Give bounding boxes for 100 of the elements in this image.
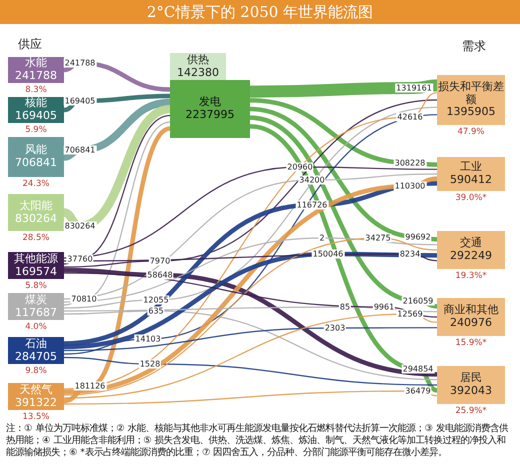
flow-band bbox=[64, 356, 437, 386]
node-value: 392043 bbox=[450, 385, 492, 398]
node-value: 292249 bbox=[450, 250, 492, 263]
source-box bbox=[8, 137, 64, 177]
flow-band bbox=[64, 99, 438, 268]
edge-label: 294854 bbox=[402, 364, 434, 374]
flow-band bbox=[64, 126, 172, 404]
conversion-box bbox=[170, 53, 226, 80]
edge-label: 37760 bbox=[66, 254, 94, 264]
demand-box bbox=[437, 298, 505, 336]
edge-label: 635 bbox=[147, 306, 165, 316]
source-box bbox=[8, 97, 64, 123]
edge-label: 34200 bbox=[298, 176, 326, 184]
node-name: 交通 bbox=[460, 237, 482, 250]
node-value: 169574 bbox=[15, 266, 57, 278]
node-name: 水能 bbox=[25, 57, 47, 70]
percentage-label: 5.8% bbox=[25, 281, 47, 291]
edge-label: 9961 bbox=[372, 302, 396, 312]
flow-band bbox=[64, 390, 438, 405]
node-value: 706841 bbox=[15, 157, 57, 170]
flow-band bbox=[64, 310, 438, 380]
edge-label: 36479 bbox=[404, 386, 432, 396]
node-name: 风能 bbox=[25, 144, 47, 157]
node-value: 284705 bbox=[15, 350, 57, 364]
percentage-label: 5.9% bbox=[25, 125, 47, 135]
flow-band bbox=[64, 252, 437, 350]
edge-label: 2 bbox=[318, 234, 326, 242]
percentage-label: 39.0%* bbox=[455, 193, 487, 203]
node-name: 煤炭 bbox=[25, 294, 47, 306]
edge-label: 12055 bbox=[142, 296, 170, 304]
node-name: 太阳能 bbox=[20, 200, 52, 212]
flow-band bbox=[64, 121, 170, 306]
node-value: 830264 bbox=[15, 212, 57, 226]
edge-label: 241788 bbox=[64, 58, 96, 68]
node-value: 590412 bbox=[450, 174, 492, 187]
node-name: 石油 bbox=[25, 338, 47, 350]
node-name: 供热 bbox=[187, 54, 209, 66]
edge-label: 7970 bbox=[148, 256, 172, 266]
flow-band bbox=[250, 106, 438, 242]
edge-label: 14103 bbox=[134, 334, 162, 344]
flow-band bbox=[249, 124, 438, 392]
source-box bbox=[8, 383, 64, 410]
node-name: 发电 bbox=[199, 96, 221, 109]
edge-label: 70810 bbox=[70, 294, 98, 304]
edge-label: 150046 bbox=[312, 250, 344, 258]
edge-label: 2303 bbox=[324, 324, 346, 332]
edge-label: 1319161 bbox=[395, 84, 433, 92]
footnote: 注：① 单位为万吨标准煤；② 水能、核能与其他非水可再生能源发电量按化石燃料替代法折算一次能源；③ 发电能源消费含供热用能；④ 工业用能含非能利用；⑤ 损失含发电、供热、洗选煤、炼焦、炼油、制气、天然气液化等加工转换过程的净投入和能源输储损失；⑥ *表示占终端能源消费的比重；⑦ 因四舍五入，分品种、分部门能源平衡可能存在微小差异。 bbox=[6, 423, 510, 459]
edge-label: 169405 bbox=[64, 96, 96, 106]
conversion-box bbox=[170, 80, 250, 138]
edge-label: 308228 bbox=[394, 158, 426, 168]
edge-label: 1528 bbox=[138, 360, 162, 368]
node-value: 391322 bbox=[15, 396, 57, 410]
percentage-label: 9.8% bbox=[25, 366, 47, 376]
node-name: 天然气 bbox=[20, 384, 52, 396]
flow-band bbox=[64, 327, 437, 352]
edge-label: 58648 bbox=[146, 270, 174, 280]
percentage-label: 19.3%* bbox=[455, 271, 487, 281]
source-box bbox=[8, 337, 64, 364]
demand-box bbox=[437, 231, 505, 269]
edge-label: 99692 bbox=[404, 232, 432, 242]
flow-band bbox=[64, 268, 438, 377]
edge-label: 216059 bbox=[402, 296, 434, 306]
node-name: 损失和平衡差额 bbox=[437, 81, 505, 106]
flow-band bbox=[64, 237, 438, 396]
source-box bbox=[8, 57, 64, 83]
edge-label: 20960 bbox=[286, 162, 314, 172]
edge-label: 181126 bbox=[74, 382, 106, 390]
percentage-label: 4.0% bbox=[25, 322, 47, 332]
node-value: 142380 bbox=[177, 66, 219, 80]
node-name: 其他能源 bbox=[14, 252, 58, 266]
column-heading: 供应 bbox=[18, 36, 42, 53]
node-value: 240976 bbox=[450, 317, 492, 330]
demand-box bbox=[437, 157, 505, 191]
node-value: 241788 bbox=[15, 70, 57, 83]
node-name: 商业和其他 bbox=[444, 304, 498, 317]
edge-label: 110300 bbox=[394, 182, 426, 190]
source-box bbox=[8, 252, 64, 279]
percentage-label: 25.9%* bbox=[455, 406, 487, 416]
demand-box bbox=[437, 366, 505, 404]
node-name: 工业 bbox=[460, 161, 482, 174]
percentage-label: 15.9%* bbox=[455, 338, 487, 348]
edge-label: 12569 bbox=[396, 310, 424, 318]
percentage-label: 13.5% bbox=[22, 412, 50, 422]
column-heading: 需求 bbox=[462, 38, 486, 55]
flow-band bbox=[64, 176, 438, 394]
edge-label: 34275 bbox=[364, 234, 392, 242]
source-box bbox=[8, 194, 64, 231]
node-value: 169405 bbox=[15, 110, 57, 123]
percentage-label: 8.3% bbox=[25, 85, 47, 95]
demand-box bbox=[437, 75, 505, 125]
flow-band bbox=[64, 313, 438, 399]
percentage-label: 47.9% bbox=[458, 127, 484, 137]
source-box bbox=[8, 293, 64, 320]
node-value: 1395905 bbox=[446, 106, 496, 119]
node-value: 2237995 bbox=[186, 109, 234, 122]
edge-label: 830264 bbox=[64, 222, 96, 230]
edge-label: 706841 bbox=[64, 146, 96, 154]
flow-band bbox=[250, 79, 438, 98]
edge-label: 116726 bbox=[296, 200, 328, 210]
